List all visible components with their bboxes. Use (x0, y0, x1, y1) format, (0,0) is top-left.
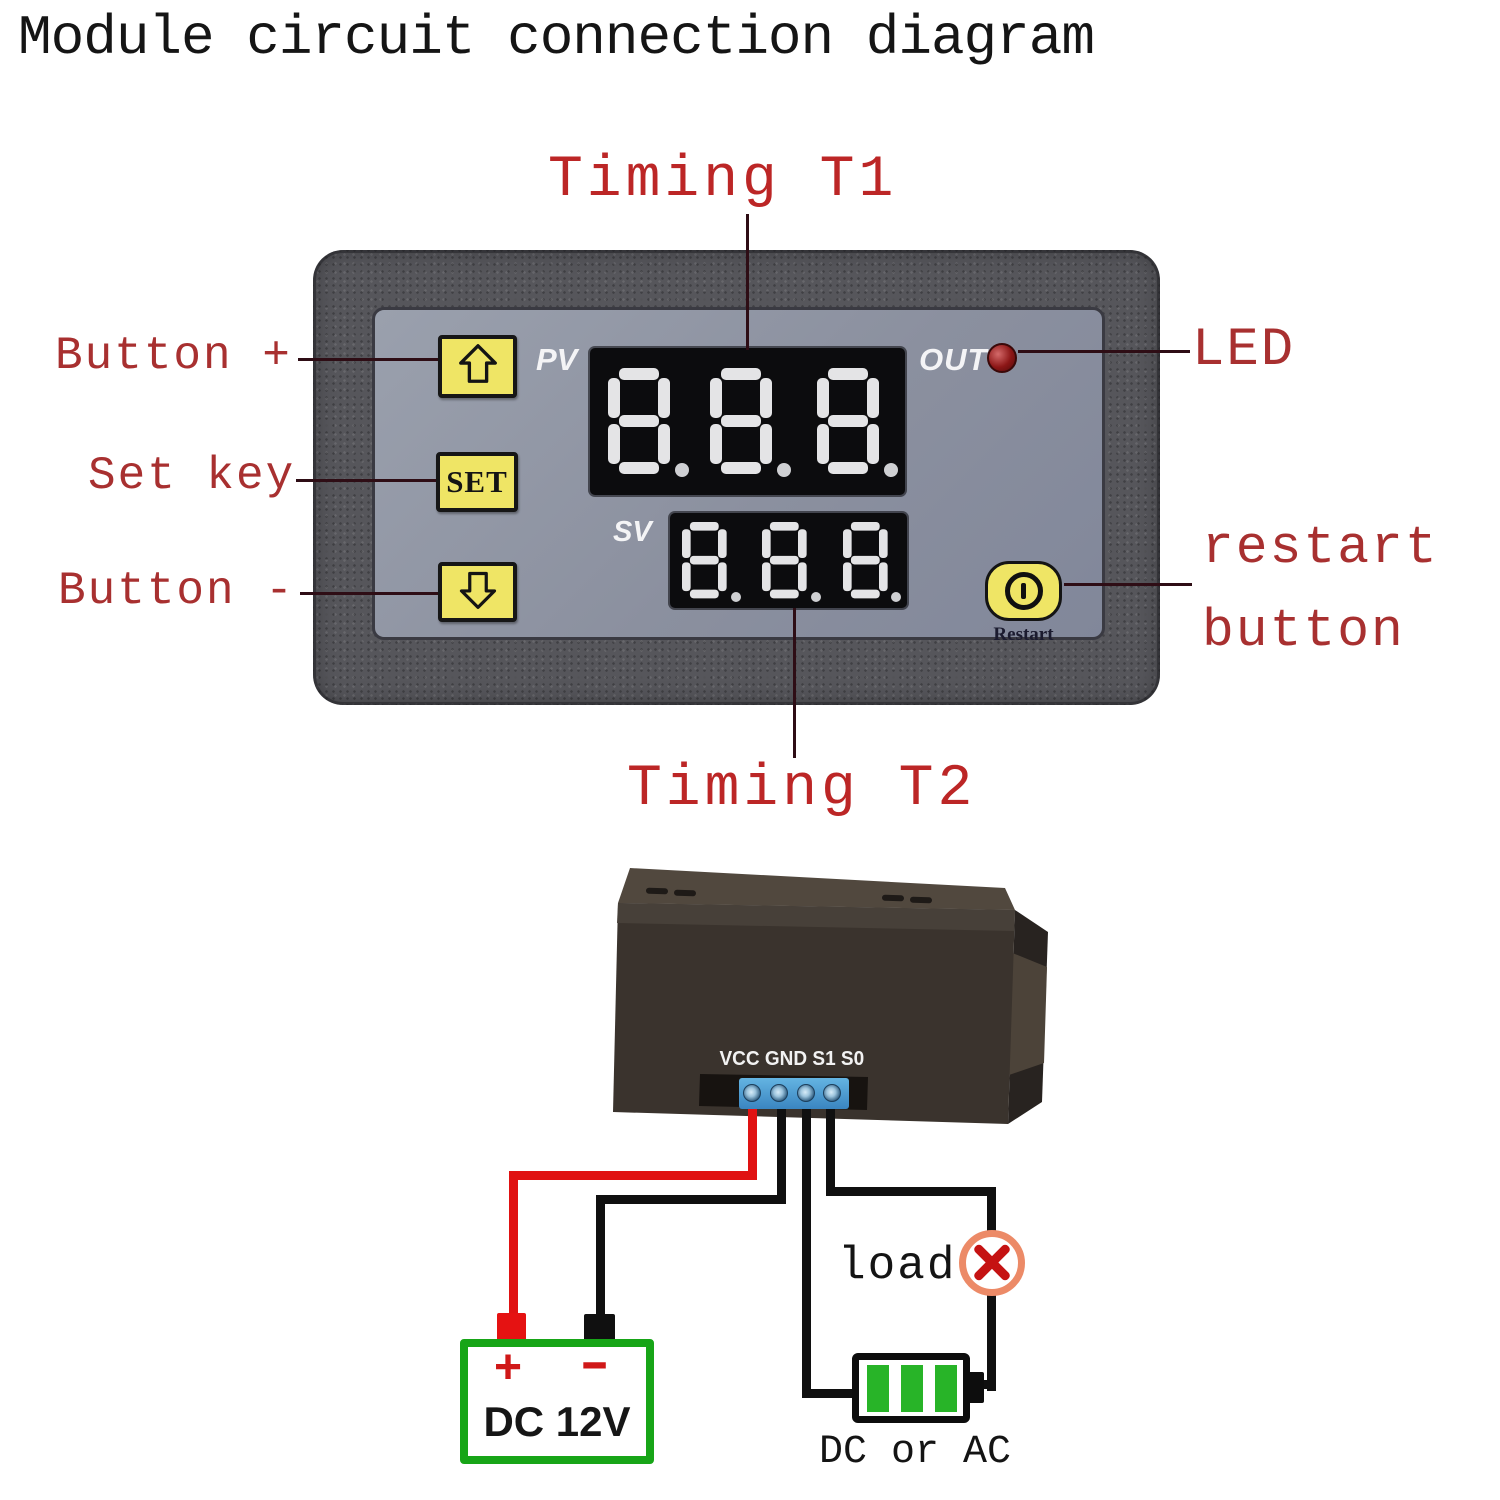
pv-label: PV (536, 342, 578, 377)
restart-leader-line (1064, 583, 1192, 586)
terminal-block (739, 1078, 849, 1109)
terminal-screw-s1 (797, 1084, 815, 1102)
vcc-wire-segment (509, 1171, 757, 1180)
battery-plus-symbol: + (494, 1341, 523, 1394)
gnd-wire-segment (596, 1195, 786, 1204)
load-symbol (959, 1230, 1025, 1296)
load-battery-terminal (968, 1372, 984, 1403)
terminal-screw-gnd (770, 1084, 788, 1102)
page-title: Module circuit connection diagram (18, 6, 1095, 70)
battery-voltage-label: DC 12V (483, 1398, 631, 1445)
restart-label-line2: button (1202, 601, 1405, 661)
s0-wire-segment (826, 1102, 835, 1195)
set-key-leader-line (296, 479, 436, 482)
load-label: load (838, 1240, 957, 1292)
down-button[interactable] (438, 562, 517, 622)
s1-wire-segment (802, 1102, 811, 1398)
power-icon (1004, 572, 1043, 610)
up-arrow-icon (455, 341, 501, 392)
battery-positive-clip (497, 1313, 526, 1341)
out-led-indicator (987, 343, 1017, 373)
button-minus-label: Button - (58, 565, 295, 617)
out-label: OUT (919, 342, 988, 377)
battery-charge-bar (867, 1365, 889, 1412)
up-button[interactable] (438, 335, 517, 398)
battery-charge-bar (901, 1365, 923, 1412)
battery-charge-bar (935, 1365, 957, 1412)
button-plus-leader-line (298, 358, 438, 361)
timing-t1-leader-line (746, 214, 749, 350)
vcc-wire-segment (748, 1102, 757, 1180)
load-supply-label: DC or AC (818, 1430, 1012, 1475)
vcc-wire-segment (509, 1171, 518, 1317)
battery-minus-symbol: - (579, 1333, 610, 1391)
timer-module-rear-view (613, 868, 1048, 1124)
s1-wire-segment (802, 1389, 858, 1398)
set-key-label: Set key (88, 450, 296, 502)
sv-label: SV (613, 516, 652, 548)
pv-display (590, 348, 905, 495)
set-button[interactable]: SET (436, 452, 518, 512)
led-leader-line (1018, 350, 1190, 353)
restart-label-line1: restart (1202, 518, 1439, 578)
battery-negative-clip (584, 1314, 615, 1341)
load-battery-icon (852, 1353, 970, 1423)
timing-t1-label: Timing T1 (548, 148, 898, 213)
button-plus-label: Button + (55, 330, 292, 382)
terminal-screw-s0 (823, 1084, 841, 1102)
timing-t2-leader-line (793, 608, 796, 758)
gnd-wire-segment (596, 1195, 605, 1316)
dc12v-battery (460, 1339, 654, 1464)
s0-wire-segment (826, 1187, 996, 1196)
gnd-wire-segment (777, 1102, 786, 1204)
button-minus-leader-line (300, 592, 438, 595)
sv-display (670, 513, 907, 608)
terminal-screw-vcc (743, 1084, 761, 1102)
led-label: LED (1192, 320, 1296, 381)
down-arrow-icon (456, 568, 500, 617)
terminal-labels: VCC GND S1 S0 (719, 1048, 865, 1070)
set-button-label: SET (446, 464, 508, 499)
timing-t2-label: Timing T2 (627, 757, 977, 822)
restart-button[interactable] (985, 561, 1062, 621)
restart-button-caption: Restart (993, 624, 1054, 645)
